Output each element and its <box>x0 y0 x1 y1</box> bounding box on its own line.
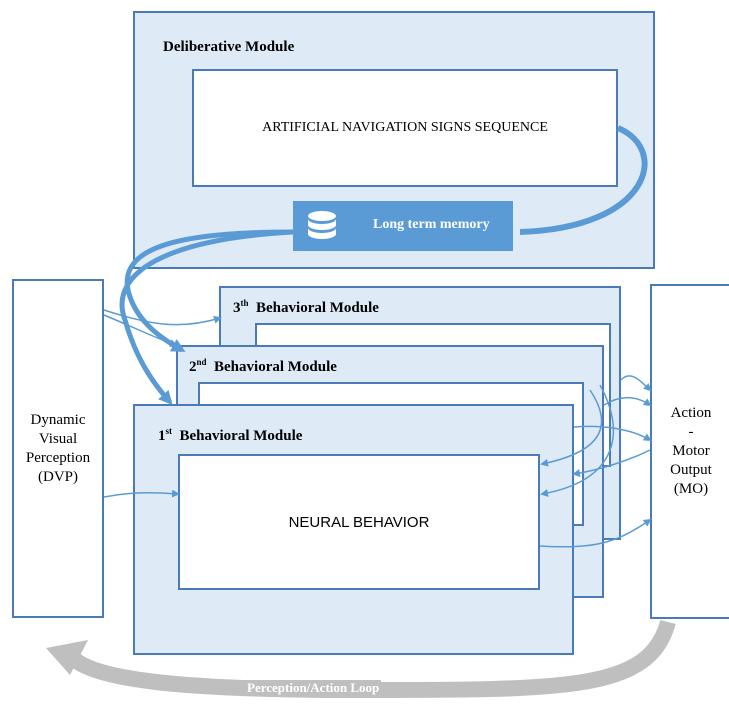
loop-arrowhead-icon <box>46 640 88 675</box>
feedback-arrows <box>540 384 651 497</box>
motor-output-label: Action - Motor Output (MO) <box>670 405 712 497</box>
neural-behavior-box: NEURAL BEHAVIOR <box>178 454 540 590</box>
perception-arrows <box>103 309 222 498</box>
long-term-memory: Long term memory <box>293 201 513 251</box>
neural-behavior-label: NEURAL BEHAVIOR <box>288 513 430 531</box>
loop-label: Perception/Action Loop <box>245 680 382 696</box>
behavioral-module-1-title: 1st Behavioral Module <box>158 426 303 444</box>
long-term-memory-label: Long term memory <box>373 217 490 232</box>
deliberative-module-title: Deliberative Module <box>163 39 295 55</box>
navigation-sequence-box: ARTIFICIAL NAVIGATION SIGNS SEQUENCE <box>192 69 618 187</box>
behavioral-module-2-title: 2nd Behavioral Module <box>189 357 337 375</box>
perception-box: Dynamic Visual Perception (DVP) <box>12 279 104 618</box>
output-arrows <box>539 375 652 548</box>
navigation-sequence-label: ARTIFICIAL NAVIGATION SIGNS SEQUENCE <box>262 120 548 135</box>
database-icon <box>305 209 339 243</box>
memory-flow-arrow <box>119 125 648 405</box>
perception-label: Dynamic Visual Perception (DVP) <box>25 411 91 485</box>
motor-output-box: Action - Motor Output (MO) <box>650 284 729 619</box>
behavioral-module-3-title: 3th Behavioral Module <box>233 298 379 316</box>
